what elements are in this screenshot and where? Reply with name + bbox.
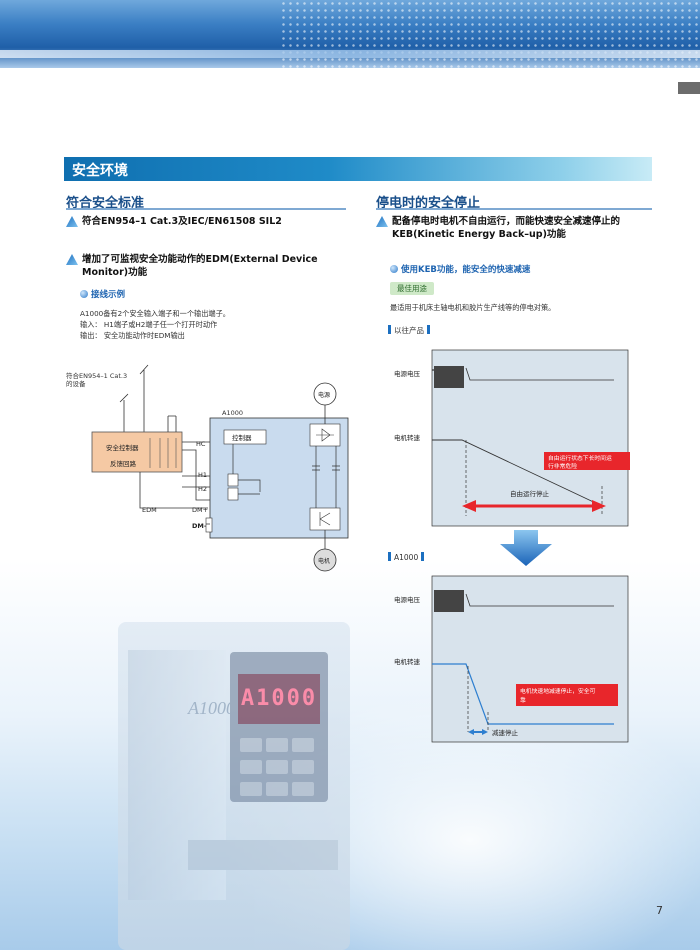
chart1-voltage-label: 电源电压 [394, 369, 421, 378]
triangle-icon [66, 254, 78, 265]
chart2-callout-2: 靠 [520, 696, 526, 704]
wiring-diagram: 符合EN954–1 Cat.3 的设备 安全控制器 反馈回路 A1000 控制器… [66, 364, 349, 572]
terminal-hc: HC [196, 440, 206, 448]
chart1-arrow-label: 自由运行停止 [510, 489, 550, 498]
chart2-speed-label: 电机转速 [394, 657, 421, 666]
terminal-h2: H2 [198, 485, 207, 493]
right-heading: 停电时的安全停止 [376, 196, 481, 211]
down-arrow-icon [500, 530, 552, 566]
bullet-dot-icon [390, 265, 398, 273]
triangle-icon [376, 216, 388, 227]
chart1-frame [431, 349, 629, 527]
left-bullet-2: 增加了可监视安全功能动作的EDM(External Device Monitor… [66, 253, 356, 279]
page-number: 7 [656, 904, 663, 917]
section-title: 安全环境 [72, 163, 128, 179]
right-subheading-text: 使用KEB功能，能安全的快速减速 [401, 265, 531, 275]
right-bullet-line2: KEB(Kinetic Energy Back–up)功能 [392, 229, 566, 240]
inverter-box [309, 507, 341, 531]
left-bullet-1: 符合EN954–1 Cat.3及IEC/EN61508 SIL2 [66, 215, 356, 228]
terminal-h1: H1 [198, 471, 207, 479]
side-tab [678, 82, 700, 94]
inner-controller-label: 控制器 [232, 433, 252, 442]
right-bullet: 配备停电时电机不自由运行，而能快速安全减速停止的 KEB(Kinetic Ene… [376, 215, 658, 241]
drive-label: A1000 [222, 409, 243, 417]
terminal-dmplus: DM+ [192, 506, 208, 514]
terminal-dmminus: DM– [192, 522, 207, 530]
right-subheading: 使用KEB功能，能安全的快速减速 [390, 263, 530, 275]
left-bullet-2-line2: Monitor)功能 [82, 267, 148, 278]
triangle-icon [66, 216, 78, 227]
chart2-callout [516, 684, 618, 706]
controller-label: 安全控制器 [106, 443, 139, 452]
feedback-label: 反馈回路 [110, 459, 137, 468]
left-heading: 符合安全标准 [66, 196, 145, 211]
chart1-callout-1: 自由运行状态下长时间运 [548, 454, 612, 462]
chart2-callout-1: 电机快速地减速停止，安全可 [520, 687, 596, 695]
section-header: 安全环境 [64, 157, 652, 181]
drive-product-image: A1000 A1000 [118, 622, 350, 950]
chart-previous: 电源电压 电机转速 自由运行状态下长时间运 行非常危险 自由运行停止 [394, 349, 630, 527]
left-heading-rule [66, 208, 346, 210]
chart1-speed-label: 电机转速 [394, 433, 421, 442]
left-subheading: 接线示例 [80, 288, 125, 300]
chart1-callout-2: 行非常危险 [548, 462, 577, 470]
edm-label: EDM [142, 506, 157, 514]
chart1-tag: 以往产品 [388, 325, 430, 336]
motor-label: 电机 [318, 557, 330, 565]
chart2-arrow-label: 减速停止 [492, 728, 519, 737]
chart2-tag: A1000 [388, 552, 424, 562]
right-heading-rule [376, 208, 652, 210]
desc-line-2: 输入： H1端子或H2端子任一个打开时动作 [80, 320, 218, 329]
device-label-2: 的设备 [66, 379, 86, 388]
usage-badge: 最佳用途 [390, 282, 434, 295]
bullet-dot-icon [80, 290, 88, 298]
banner-stripe [0, 50, 700, 58]
desc-line-3: 输出： 安全功能动作时EDM输出 [80, 331, 185, 340]
inner-controller [223, 429, 267, 445]
chart1-callout [544, 452, 630, 470]
left-bullet-1-text: 符合EN954–1 Cat.3及IEC/EN61508 SIL2 [82, 216, 282, 227]
left-bullet-2-line1: 增加了可监视安全功能动作的EDM(External Device [82, 254, 318, 265]
usage-text: 最适用于机床主轴电机和胶片生产线等的停电对策。 [390, 303, 556, 312]
drive-logo: A1000 [188, 698, 235, 718]
chart-a1000: 电源电压 电机转速 电机快速地减速停止，安全可 靠 减速停止 [394, 575, 629, 743]
power-circle [313, 382, 337, 406]
power-label: 电源 [318, 391, 330, 399]
drive-display: A1000 [238, 674, 320, 724]
chart1-noise [434, 366, 464, 388]
right-bullet-line1: 配备停电时电机不自由运行，而能快速安全减速停止的 [392, 216, 621, 227]
motor-circle [313, 548, 337, 572]
chart2-voltage-label: 电源电压 [394, 595, 421, 604]
left-description: A1000备有2个安全输入端子和一个输出端子。 输入： H1端子或H2端子任一个… [80, 308, 230, 341]
drive-operator-panel: A1000 [230, 652, 328, 802]
device-label-1: 符合EN954–1 Cat.3 [66, 371, 127, 380]
left-subheading-text: 接线示例 [91, 290, 126, 300]
desc-line-1: A1000备有2个安全输入端子和一个输出端子。 [80, 309, 230, 318]
top-banner [0, 0, 700, 68]
chart2-noise [434, 590, 464, 612]
safety-controller-box [91, 431, 183, 473]
drive-warning-label [188, 840, 338, 870]
drive-keypad [238, 736, 320, 802]
chart2-frame [431, 575, 629, 743]
